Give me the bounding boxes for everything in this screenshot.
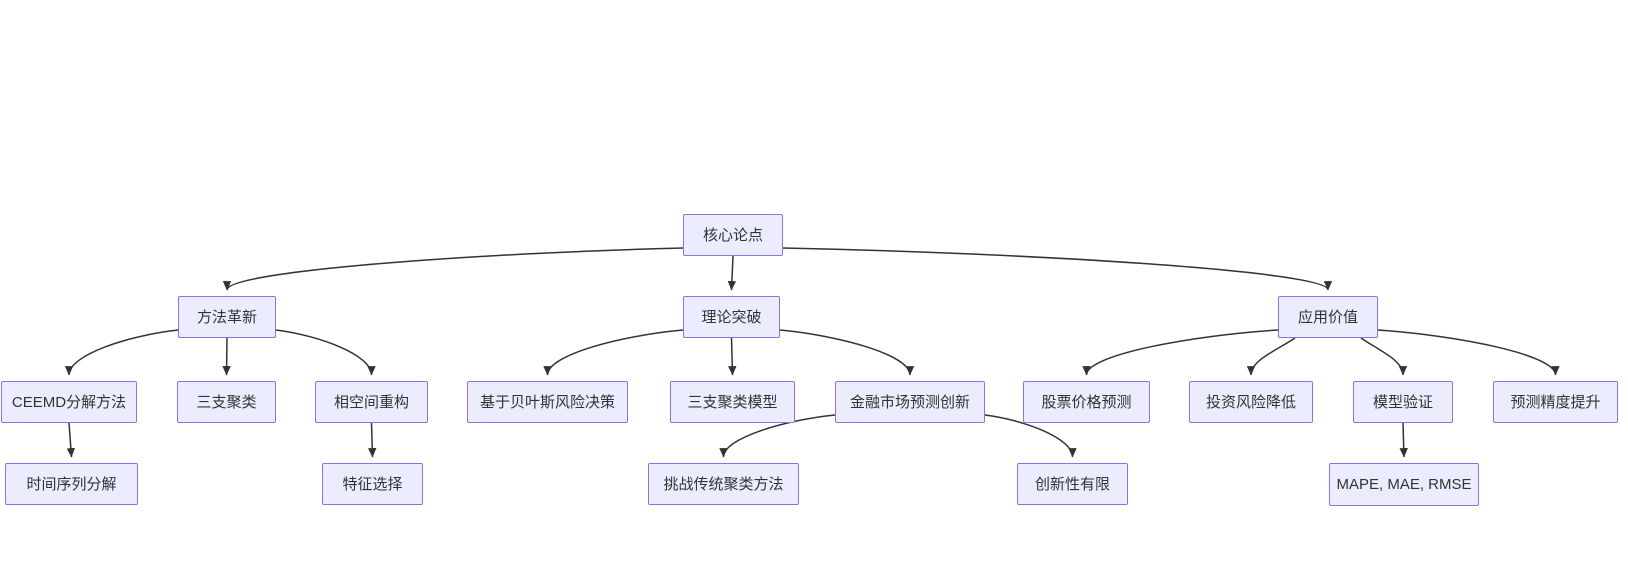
node-label: 创新性有限 <box>1034 475 1110 493</box>
node-precision: 预测精度提升 <box>1493 381 1618 423</box>
node-bayes: 基于贝叶斯风险决策 <box>467 381 628 423</box>
edge-root-to-value <box>782 247 1333 291</box>
node-label: 应用价值 <box>1297 308 1358 326</box>
node-label: 特征选择 <box>342 475 403 493</box>
edge-method-to-phase <box>275 329 376 376</box>
node-root: 核心论点 <box>683 214 783 256</box>
edge-method-to-three-way <box>222 337 231 376</box>
node-twc-model: 三支聚类模型 <box>670 381 795 423</box>
node-label: CEEMD分解方法 <box>11 393 127 411</box>
edge-phase-to-feat-sel <box>368 422 377 458</box>
node-label: 投资风险降低 <box>1205 393 1296 411</box>
edge-method-to-ceemd <box>64 329 179 376</box>
edge-theory-to-twc-model <box>728 337 737 376</box>
node-theory: 理论突破 <box>683 296 780 338</box>
edges-group <box>64 247 1560 458</box>
node-label: 三支聚类 <box>196 393 257 411</box>
node-ts-decomp: 时间序列分解 <box>5 463 138 505</box>
node-fin-innov: 金融市场预测创新 <box>835 381 985 423</box>
node-label: 基于贝叶斯风险决策 <box>479 393 615 411</box>
node-feat-sel: 特征选择 <box>322 463 423 505</box>
node-ceemd: CEEMD分解方法 <box>1 381 137 423</box>
node-label: 挑战传统聚类方法 <box>663 475 784 493</box>
node-label: 股票价格预测 <box>1041 393 1132 411</box>
edge-root-to-method <box>222 247 684 291</box>
edge-model-val-to-metrics <box>1399 422 1408 458</box>
node-label: 理论突破 <box>701 308 762 326</box>
node-metrics: MAPE, MAE, RMSE <box>1329 463 1479 506</box>
edge-theory-to-fin-innov <box>779 329 915 376</box>
node-value: 应用价值 <box>1278 296 1378 338</box>
node-limited: 创新性有限 <box>1017 463 1128 505</box>
node-stock: 股票价格预测 <box>1023 381 1150 423</box>
node-three-way: 三支聚类 <box>177 381 276 423</box>
edge-theory-to-bayes <box>543 329 684 376</box>
edge-value-to-risk <box>1246 337 1296 376</box>
node-model-val: 模型验证 <box>1353 381 1453 423</box>
node-label: 金融市场预测创新 <box>849 393 970 411</box>
node-label: 模型验证 <box>1372 393 1433 411</box>
edge-value-to-model-val <box>1360 337 1408 376</box>
node-label: MAPE, MAE, RMSE <box>1336 476 1472 493</box>
node-label: 方法革新 <box>196 308 257 326</box>
node-risk: 投资风险降低 <box>1189 381 1313 423</box>
edge-value-to-stock <box>1082 329 1279 376</box>
node-phase: 相空间重构 <box>315 381 428 423</box>
node-label: 三支聚类模型 <box>687 393 778 411</box>
node-method: 方法革新 <box>178 296 276 338</box>
edge-value-to-precision <box>1377 329 1560 376</box>
node-label: 时间序列分解 <box>26 475 117 493</box>
edge-ceemd-to-ts-decomp <box>66 422 76 458</box>
node-label: 预测精度提升 <box>1510 393 1601 411</box>
node-label: 相空间重构 <box>333 393 409 411</box>
edge-root-to-theory <box>727 255 737 291</box>
node-label: 核心论点 <box>702 226 763 244</box>
node-challenge: 挑战传统聚类方法 <box>648 463 799 505</box>
